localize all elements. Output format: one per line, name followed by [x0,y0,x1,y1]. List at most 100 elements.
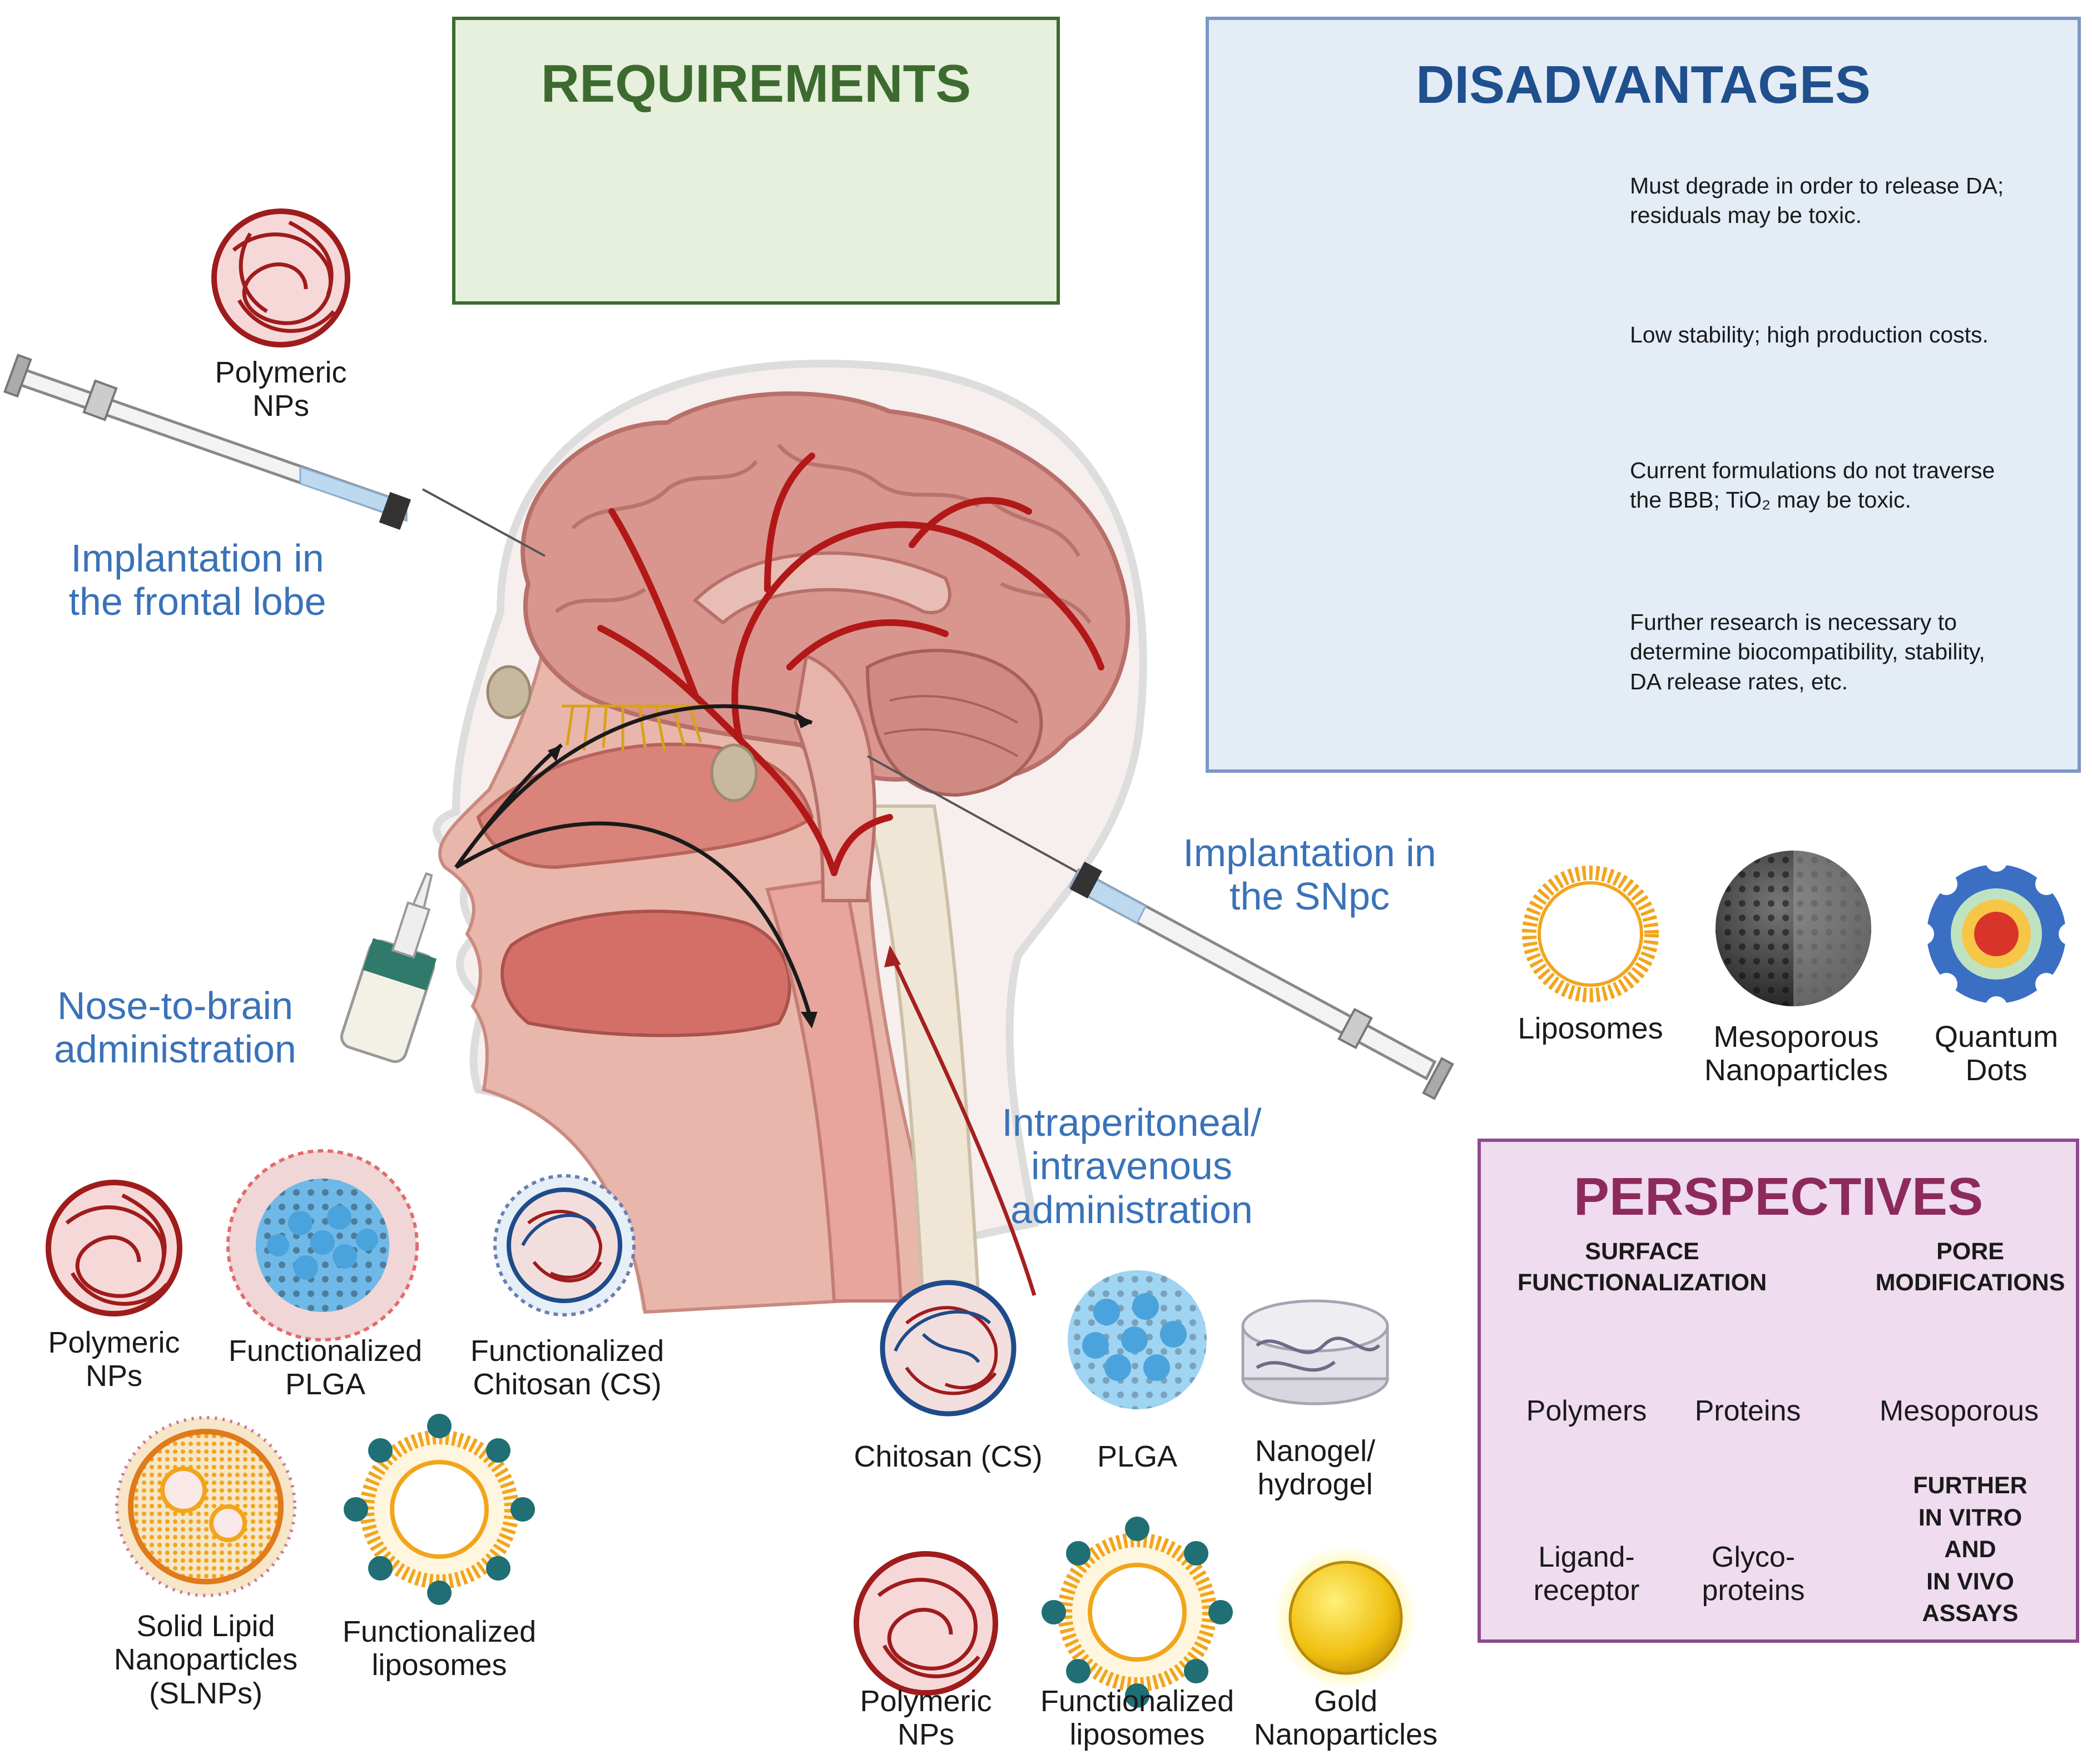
label-line: NPs [897,1718,954,1752]
label-line: Functionalized [470,1334,665,1368]
dis-text-mesoporous: Current formulations do not traverse the… [1630,456,1995,515]
label-line: Functionalized [1040,1685,1235,1718]
nose-functionalized-liposome-icon [344,1414,535,1605]
iv-chitosan-icon [880,1280,1017,1417]
route-snpc-label: Implantation in the SNpc [1162,831,1457,918]
label-line: liposomes [1069,1718,1205,1752]
label-line: Mesoporous [1713,1020,1879,1054]
route-line: the frontal lobe [68,580,326,624]
dis-text-line: the BBB; TiO₂ may be toxic. [1630,487,1911,513]
dis-text-line: residuals may be toxic. [1630,202,1862,228]
syringe-frontal [3,354,546,557]
label-line: Ligand- [1538,1541,1635,1573]
cerebellum [865,649,1043,797]
nasal-spray-bottle [340,872,437,1064]
iv-plga-label: PLGA [1097,1440,1178,1473]
route-line: Intraperitoneal/ [1002,1101,1262,1144]
nose-chitosan-label: Functionalized Chitosan (CS) [456,1334,678,1402]
label-line: Glyco- [1711,1541,1796,1573]
glycoproteins-label: Glyco- proteins [1681,1541,1826,1608]
dis-text-further: Further research is necessary to determi… [1630,608,1985,697]
label-line: (SLNPs) [148,1676,263,1710]
label-line: liposomes [371,1648,507,1682]
pore-modifications-heading: PORE MODIFICATIONS [1870,1236,2070,1299]
route-line: Implantation in [1183,831,1436,874]
snpc-quantum-dot-icon [1912,849,2081,1018]
requirements-title: REQUIREMENTS [541,54,971,113]
dis-text-polymeric: Must degrade in order to release DA; res… [1630,171,2004,231]
mesoporous-label: Mesoporous [1879,1395,2039,1427]
heading-line: FUNCTIONALIZATION [1517,1269,1767,1296]
snpc-quantum-dots-label: Quantum Dots [1919,1020,2074,1087]
dis-text-line: determine biocompatibility, stability, [1630,639,1985,665]
ligand-receptor-label: Ligand- receptor [1503,1541,1670,1608]
label-line: Chitosan (CS) [473,1368,662,1402]
iv-chitosan-label: Chitosan (CS) [854,1440,1043,1473]
gold-np-icon [1273,1546,1418,1690]
label-line: Nanoparticles [1704,1054,1888,1087]
proteins-label: Proteins [1694,1395,1801,1427]
nanogel-icon [1241,1299,1389,1405]
route-line: administration [1010,1187,1253,1231]
iv-nanogel-label: Nanogel/ hydrogel [1229,1434,1401,1502]
snpc-liposomes-label: Liposomes [1518,1012,1663,1045]
label-line: Polymeric [860,1685,992,1718]
nose-polymeric-np-icon [46,1180,182,1316]
route-line: administration [54,1027,296,1071]
label-line: Nanoparticles [113,1643,298,1677]
polymers-label: Polymers [1526,1395,1647,1427]
dis-text-liposome: Low stability; high production costs. [1630,320,1989,350]
label-line: Polymeric [48,1326,180,1359]
label-line: hydrogel [1257,1468,1373,1502]
route-line: intravenous [1031,1144,1232,1188]
syringe-snpc [867,755,1454,1100]
route-line: Implantation in [71,536,324,580]
solid-lipid-np-icon [115,1416,296,1597]
iv-plga-icon [1068,1270,1207,1409]
dis-text-line: DA release rates, etc. [1630,668,1848,694]
dis-text-line: Must degrade in order to release DA; [1630,173,2004,198]
label-line: NPs [252,389,309,423]
route-nose-label: Nose-to-brain administration [28,984,323,1071]
functionalized-chitosan-icon [493,1174,636,1316]
disadvantages-panel: DISADVANTAGES Must degrade in order to r… [1206,17,2081,773]
iv-polymeric-np-icon [854,1551,998,1696]
further-line: AND [1944,1536,1996,1563]
route-frontal-label: Implantation in the frontal lobe [50,536,345,624]
route-iv-label: Intraperitoneal/ intravenous administrat… [984,1101,1279,1231]
label-line: NPs [85,1359,142,1393]
further-line: IN VITRO [1918,1504,2022,1531]
sphenoid-sinus [710,743,758,802]
iv-functionalized-liposomes-label: Functionalized liposomes [1026,1685,1248,1752]
route-line: Nose-to-brain [57,984,294,1027]
tongue [500,910,791,1037]
heading-line: MODIFICATIONS [1875,1269,2065,1296]
label-line: Quantum [1934,1020,2059,1054]
surface-functionalization-heading: SURFACE FUNCTIONALIZATION [1503,1236,1781,1299]
label-line: Nanoparticles [1253,1718,1438,1752]
disadvantages-title: DISADVANTAGES [1416,55,1871,115]
head-illustration [340,360,1147,1314]
snpc-liposome-icon [1522,866,1659,1002]
label-line: Polymeric [215,356,347,389]
label-line: Solid Lipid [136,1609,275,1643]
further-line: IN VIVO [1926,1568,2014,1595]
frontal-np-label: Polymeric NPs [197,356,364,423]
dis-text-line: Low stability; high production costs. [1630,322,1989,347]
label-line: proteins [1702,1574,1805,1607]
nose-plga-label: Functionalized PLGA [220,1334,431,1402]
further-assays-text: FURTHER IN VITRO AND IN VIVO ASSAYS [1870,1470,2070,1630]
further-line: ASSAYS [1922,1600,2019,1627]
label-line: Nanogel/ [1255,1434,1376,1468]
label-line: Gold [1313,1685,1378,1718]
requirements-panel: REQUIREMENTS [452,17,1060,305]
label-line: PLGA [285,1368,366,1402]
dis-text-line: Further research is necessary to [1630,609,1957,635]
nose-polymeric-label: Polymeric NPs [31,1326,197,1393]
perspectives-title: PERSPECTIVES [1573,1167,1984,1226]
label-line: receptor [1533,1574,1640,1607]
iv-gold-label: Gold Nanoparticles [1246,1685,1446,1752]
label-line: Dots [1965,1054,2027,1087]
perspectives-panel: PERSPECTIVES SURFACE FUNCTIONALIZATION P… [1478,1139,2079,1643]
dis-text-line: Current formulations do not traverse [1630,458,1995,483]
